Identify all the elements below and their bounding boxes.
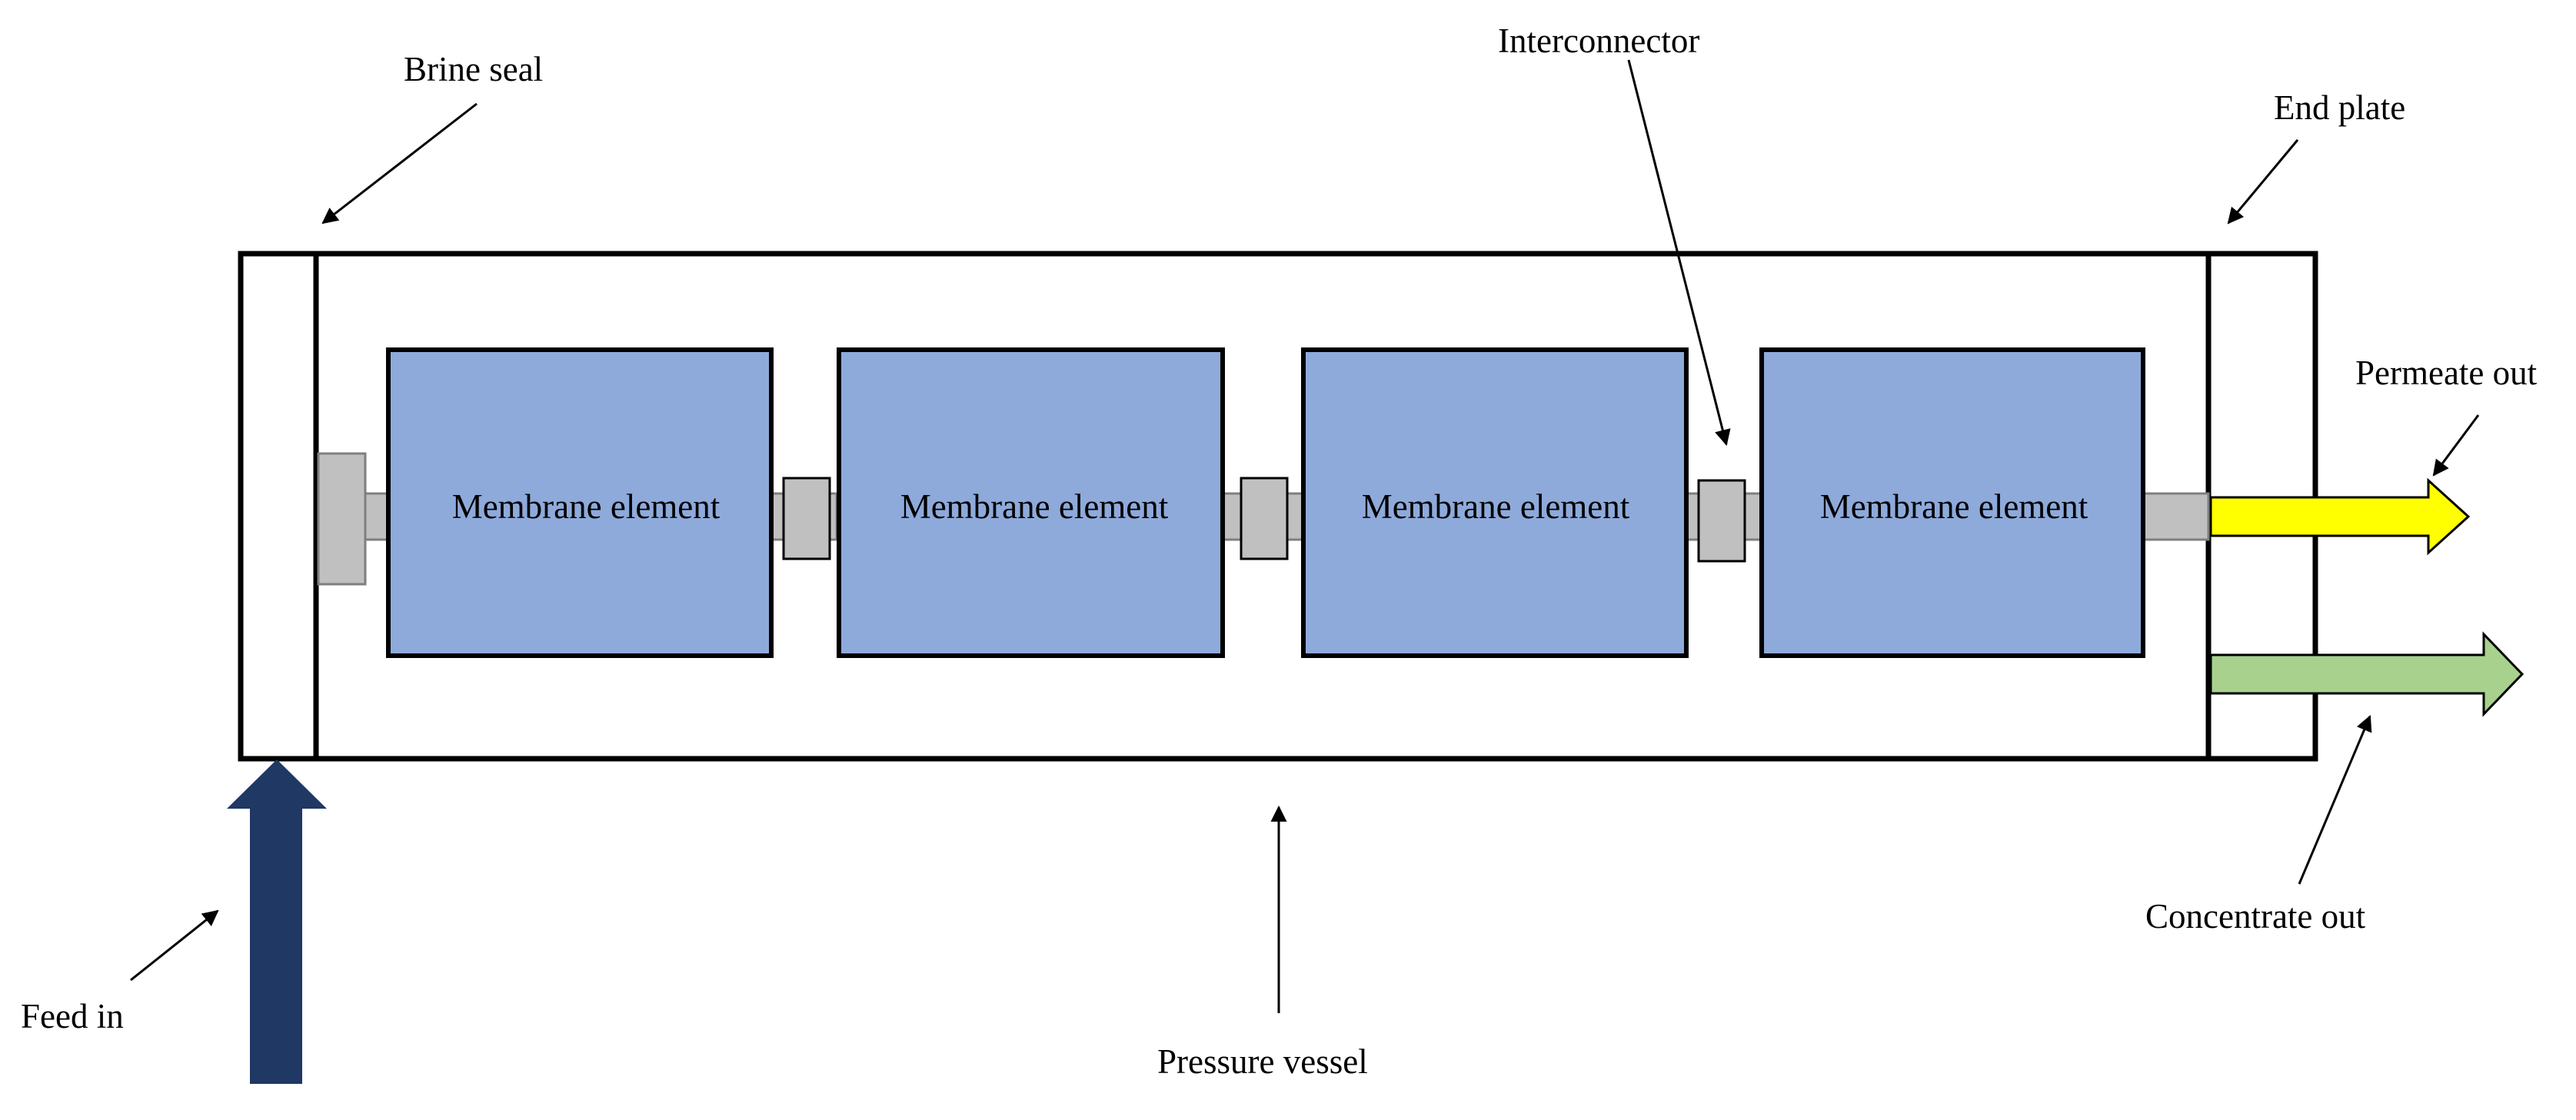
brine-seal-leader bbox=[321, 102, 478, 224]
membrane-element: Membrane element bbox=[1301, 347, 1689, 658]
interconnector-leader bbox=[1627, 59, 1731, 447]
membrane-element-box bbox=[386, 347, 774, 658]
concentrate-out-arrow bbox=[2209, 631, 2524, 717]
interconnector-block bbox=[1697, 479, 1746, 563]
interconnector-block bbox=[782, 477, 831, 560]
feed-in-leader bbox=[130, 909, 219, 982]
concentrate-out-label: Concentrate out bbox=[2145, 897, 2366, 936]
membrane-element-box bbox=[1301, 347, 1689, 658]
permeate-out-label: Permeate out bbox=[2355, 354, 2538, 392]
membrane-element: Membrane element bbox=[386, 347, 774, 658]
membrane-element-label: Membrane element bbox=[900, 487, 1169, 526]
permeate-tube-segment bbox=[364, 492, 390, 541]
membrane-element: Membrane element bbox=[837, 347, 1225, 658]
feed-in-arrow bbox=[227, 759, 327, 1084]
membrane-element-label: Membrane element bbox=[1362, 487, 1630, 526]
interconnector-block bbox=[1240, 477, 1289, 560]
end-plate-label: End plate bbox=[2274, 88, 2405, 127]
membrane-element-label: Membrane element bbox=[452, 487, 721, 526]
membrane-element-box bbox=[1759, 347, 2145, 658]
feed-in-label: Feed in bbox=[21, 997, 124, 1035]
interconnector-label: Interconnector bbox=[1498, 22, 1699, 60]
brine-seal-label: Brine seal bbox=[404, 50, 543, 88]
feed-adapter bbox=[317, 452, 367, 586]
permeate-out-leader bbox=[2432, 414, 2480, 477]
membrane-element: Membrane element bbox=[1759, 347, 2145, 658]
concentrate-out-leader bbox=[2298, 715, 2372, 885]
permeate-tube-segment bbox=[2142, 492, 2210, 541]
pressure-vessel-label: Pressure vessel bbox=[1157, 1042, 1368, 1081]
end-plate-leader bbox=[2227, 139, 2299, 224]
membrane-element-label: Membrane element bbox=[1820, 487, 2088, 526]
membrane-element-box bbox=[837, 347, 1225, 658]
permeate-out-arrow bbox=[2209, 477, 2471, 556]
